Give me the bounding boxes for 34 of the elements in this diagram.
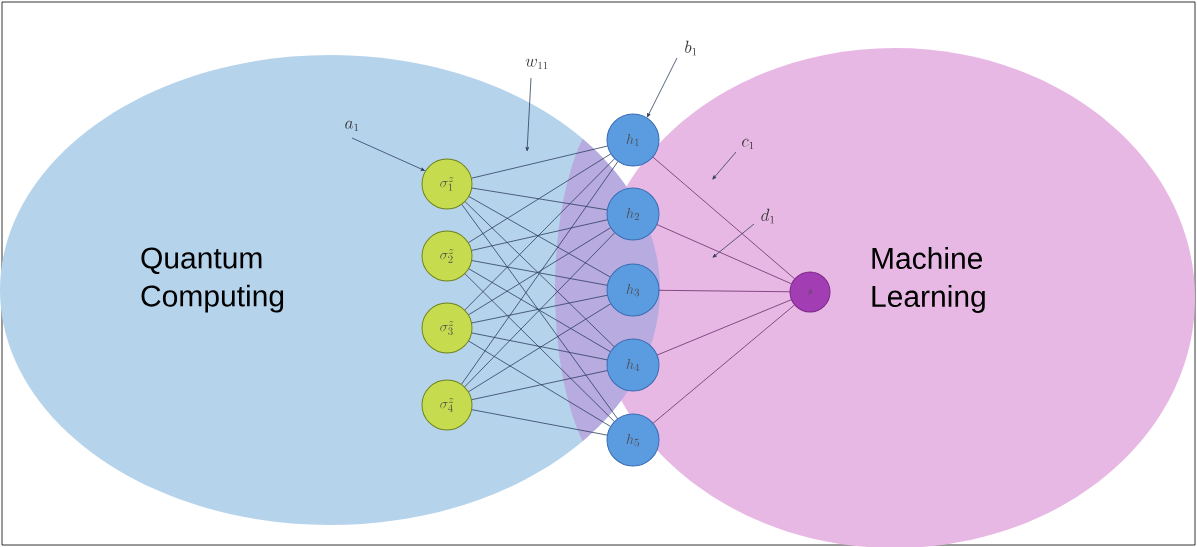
connection-line (464, 232, 616, 388)
connection-line (471, 294, 608, 324)
connection-line (470, 145, 609, 179)
connection-line (471, 187, 608, 211)
connection-line (471, 370, 608, 401)
connection-line (652, 156, 796, 280)
connection-line (471, 332, 608, 361)
connection-line (467, 303, 612, 393)
connection-line (652, 304, 796, 424)
connection-line (461, 203, 619, 420)
connection-line (467, 227, 612, 316)
connection-line (468, 340, 612, 427)
leader-arrow (525, 77, 532, 152)
connection-line (656, 224, 793, 285)
leader-arrow (712, 223, 755, 258)
connection-line (468, 268, 611, 353)
leader-arrow (712, 151, 737, 180)
connection-line (464, 273, 615, 423)
connection-line (464, 158, 616, 311)
connection-line (468, 196, 611, 278)
connection-line (467, 153, 612, 244)
leader-arrow (351, 137, 426, 171)
leader-arrow (647, 57, 678, 118)
parameter-label: $w_{11}$ (525, 58, 548, 69)
connection-line (471, 409, 608, 436)
connection-line (471, 260, 608, 286)
connection-line (464, 201, 615, 348)
connection-line (460, 160, 619, 385)
connection-line (658, 289, 791, 293)
parameter-label: $a_1$ (345, 120, 359, 131)
parameter-label: $c_1$ (742, 138, 754, 149)
parameter-label: $d_1$ (761, 208, 774, 224)
connection-line (471, 219, 609, 251)
connection-line (656, 299, 792, 356)
